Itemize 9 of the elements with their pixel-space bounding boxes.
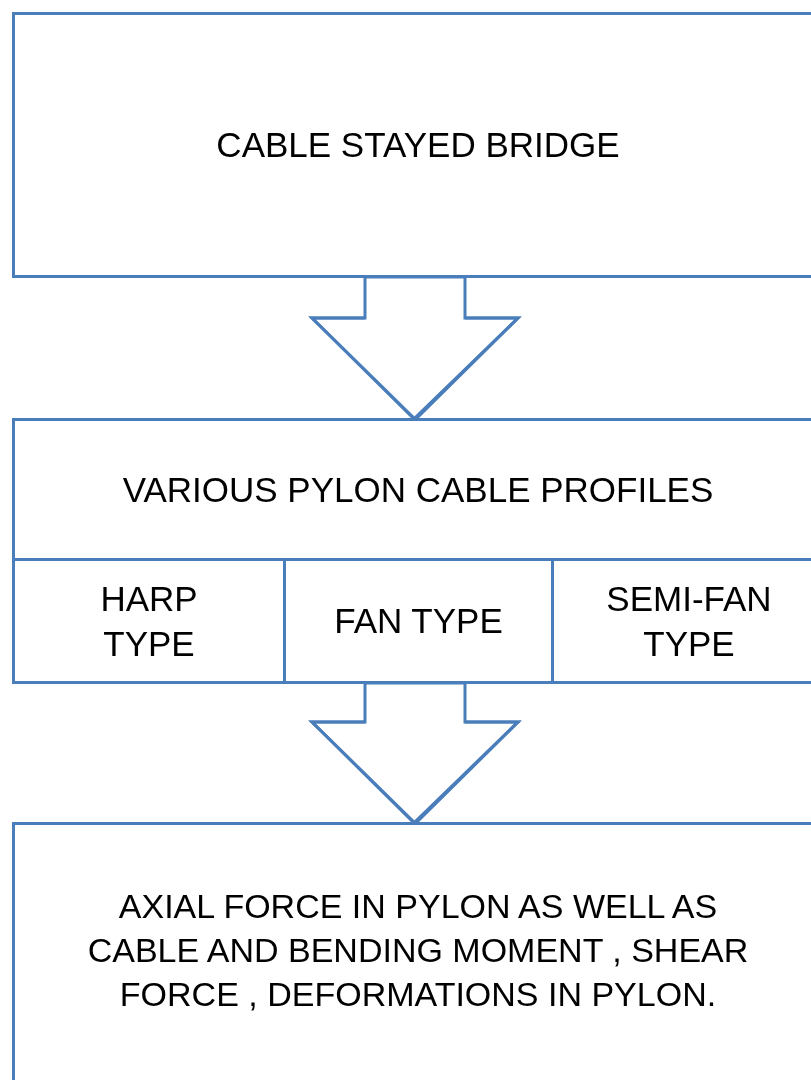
process-box — [12, 822, 811, 1080]
box-label: VARIOUS PYLON CABLE PROFILES — [122, 468, 714, 511]
box-label: SEMI-FAN TYPE — [605, 577, 773, 665]
box-label: HARP TYPE — [99, 577, 199, 665]
process-box — [12, 12, 811, 278]
box-label: FAN TYPE — [334, 600, 503, 643]
box-label: AXIAL FORCE IN PYLON AS WELL AS CABLE AND BENDING MOMENT , SHEAR FORCE , DEFORMATIONS IN PYLON. — [86, 885, 750, 1016]
process-box — [12, 418, 811, 684]
box-label: CABLE STAYED BRIDGE — [216, 124, 620, 167]
